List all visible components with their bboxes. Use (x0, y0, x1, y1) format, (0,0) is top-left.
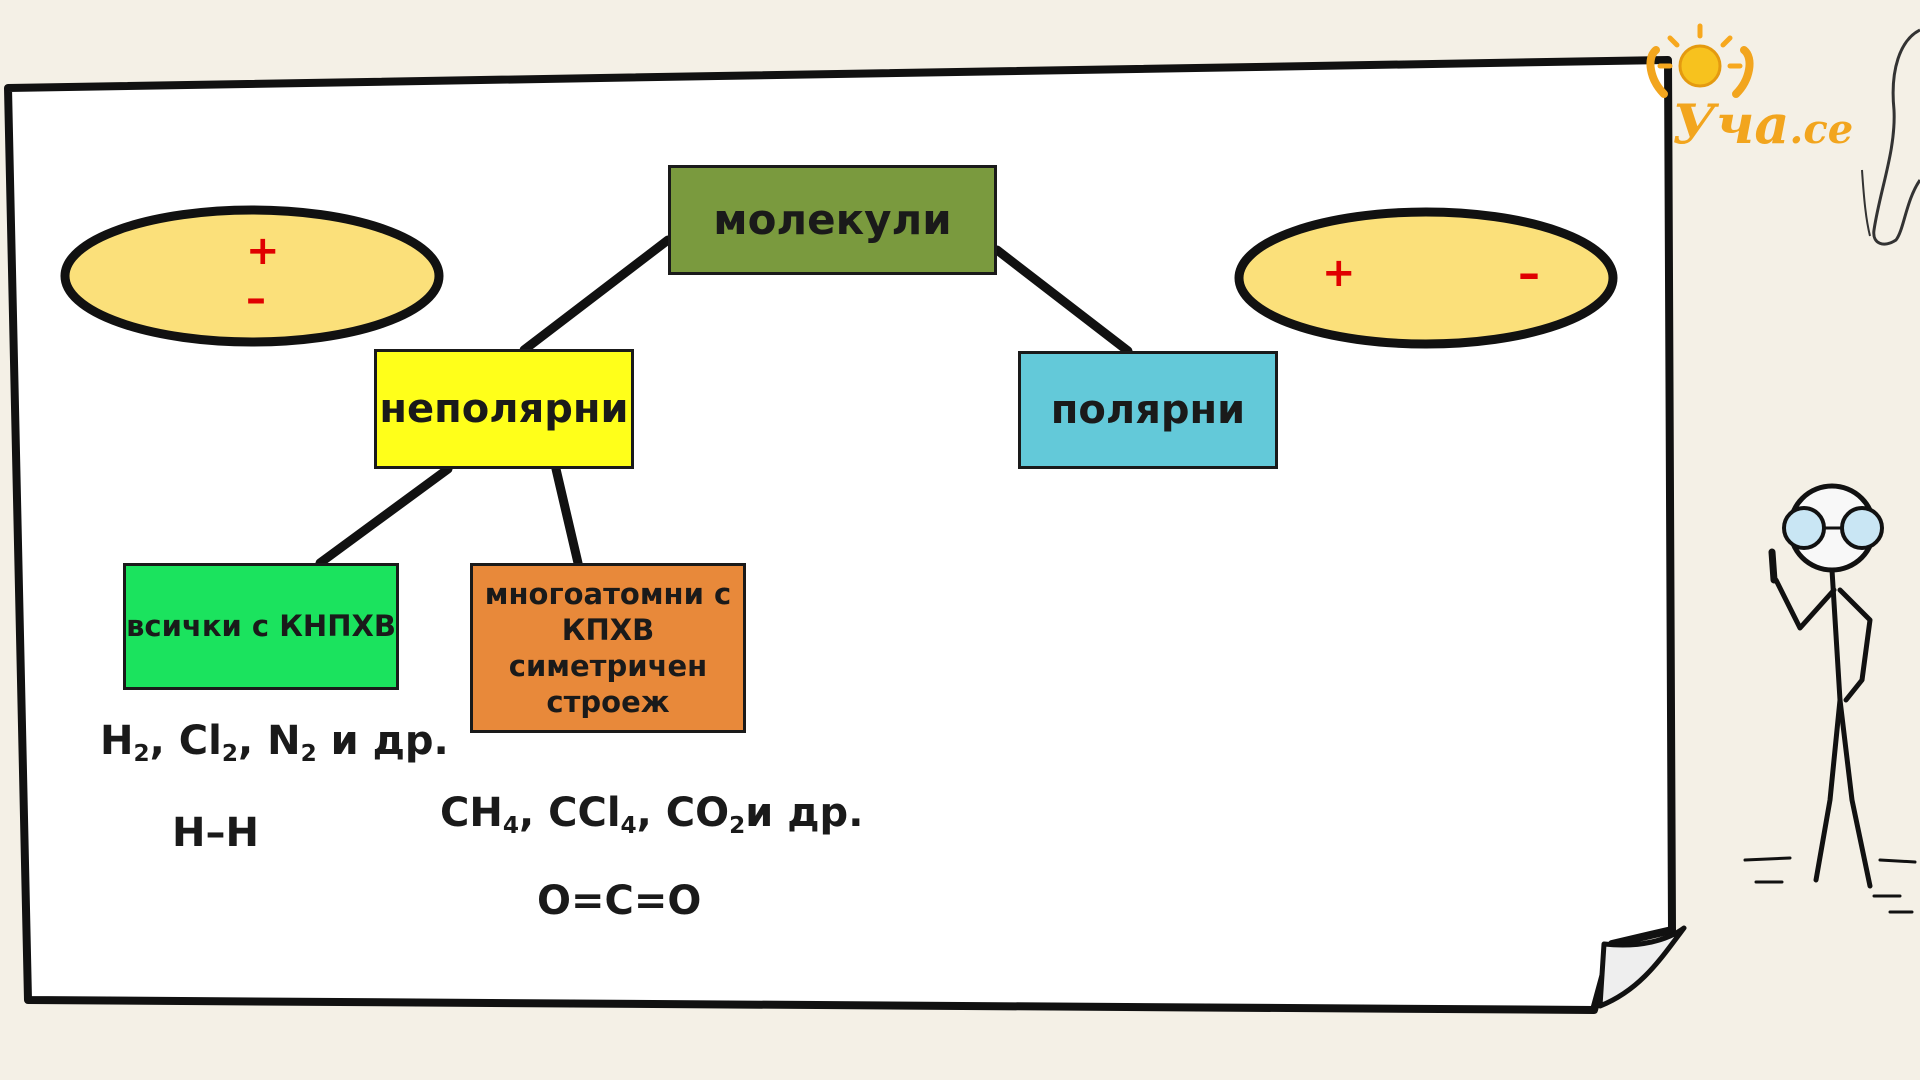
formula-o-c-o: O=C=O (537, 878, 702, 924)
node-nonpolar: неполярни (374, 349, 634, 469)
left-plus-sign: + (246, 228, 280, 274)
connector-lines (315, 235, 1133, 568)
formula-multi-examples: CH4, CCl4, CO2и др. (440, 790, 864, 839)
line-nonpolar-all (315, 464, 453, 568)
node-all-khnpxb: всички с КНПХВ (123, 563, 399, 690)
paper-curl (1597, 925, 1687, 1009)
stick-figure-icon (1743, 483, 1917, 914)
formula-h-h: H–H (172, 810, 259, 856)
right-charge-ellipse (1234, 207, 1618, 349)
logo-main: Уча (1672, 92, 1790, 156)
line-root-nonpolar (519, 235, 673, 355)
node-multi-atomic: многоатомни с КПХВ симетричен строеж (470, 563, 746, 733)
left-charge-ellipse (60, 205, 444, 347)
hand-sketch-icon (1872, 28, 1920, 246)
site-logo[interactable]: Уча.се (1672, 92, 1853, 156)
right-plus-sign: + (1322, 250, 1356, 296)
formula-nonpolar-examples: H2, Cl2, N2 и др. (100, 718, 449, 767)
line-root-polar (992, 245, 1133, 356)
logo-sun-icon (1646, 23, 1754, 98)
node-molecules: молекули (668, 165, 997, 275)
logo-suffix: .се (1789, 106, 1854, 153)
left-minus-sign: – (246, 276, 266, 322)
node-polar: полярни (1018, 351, 1278, 469)
right-minus-sign: – (1518, 248, 1540, 299)
line-nonpolar-multi (551, 464, 583, 568)
